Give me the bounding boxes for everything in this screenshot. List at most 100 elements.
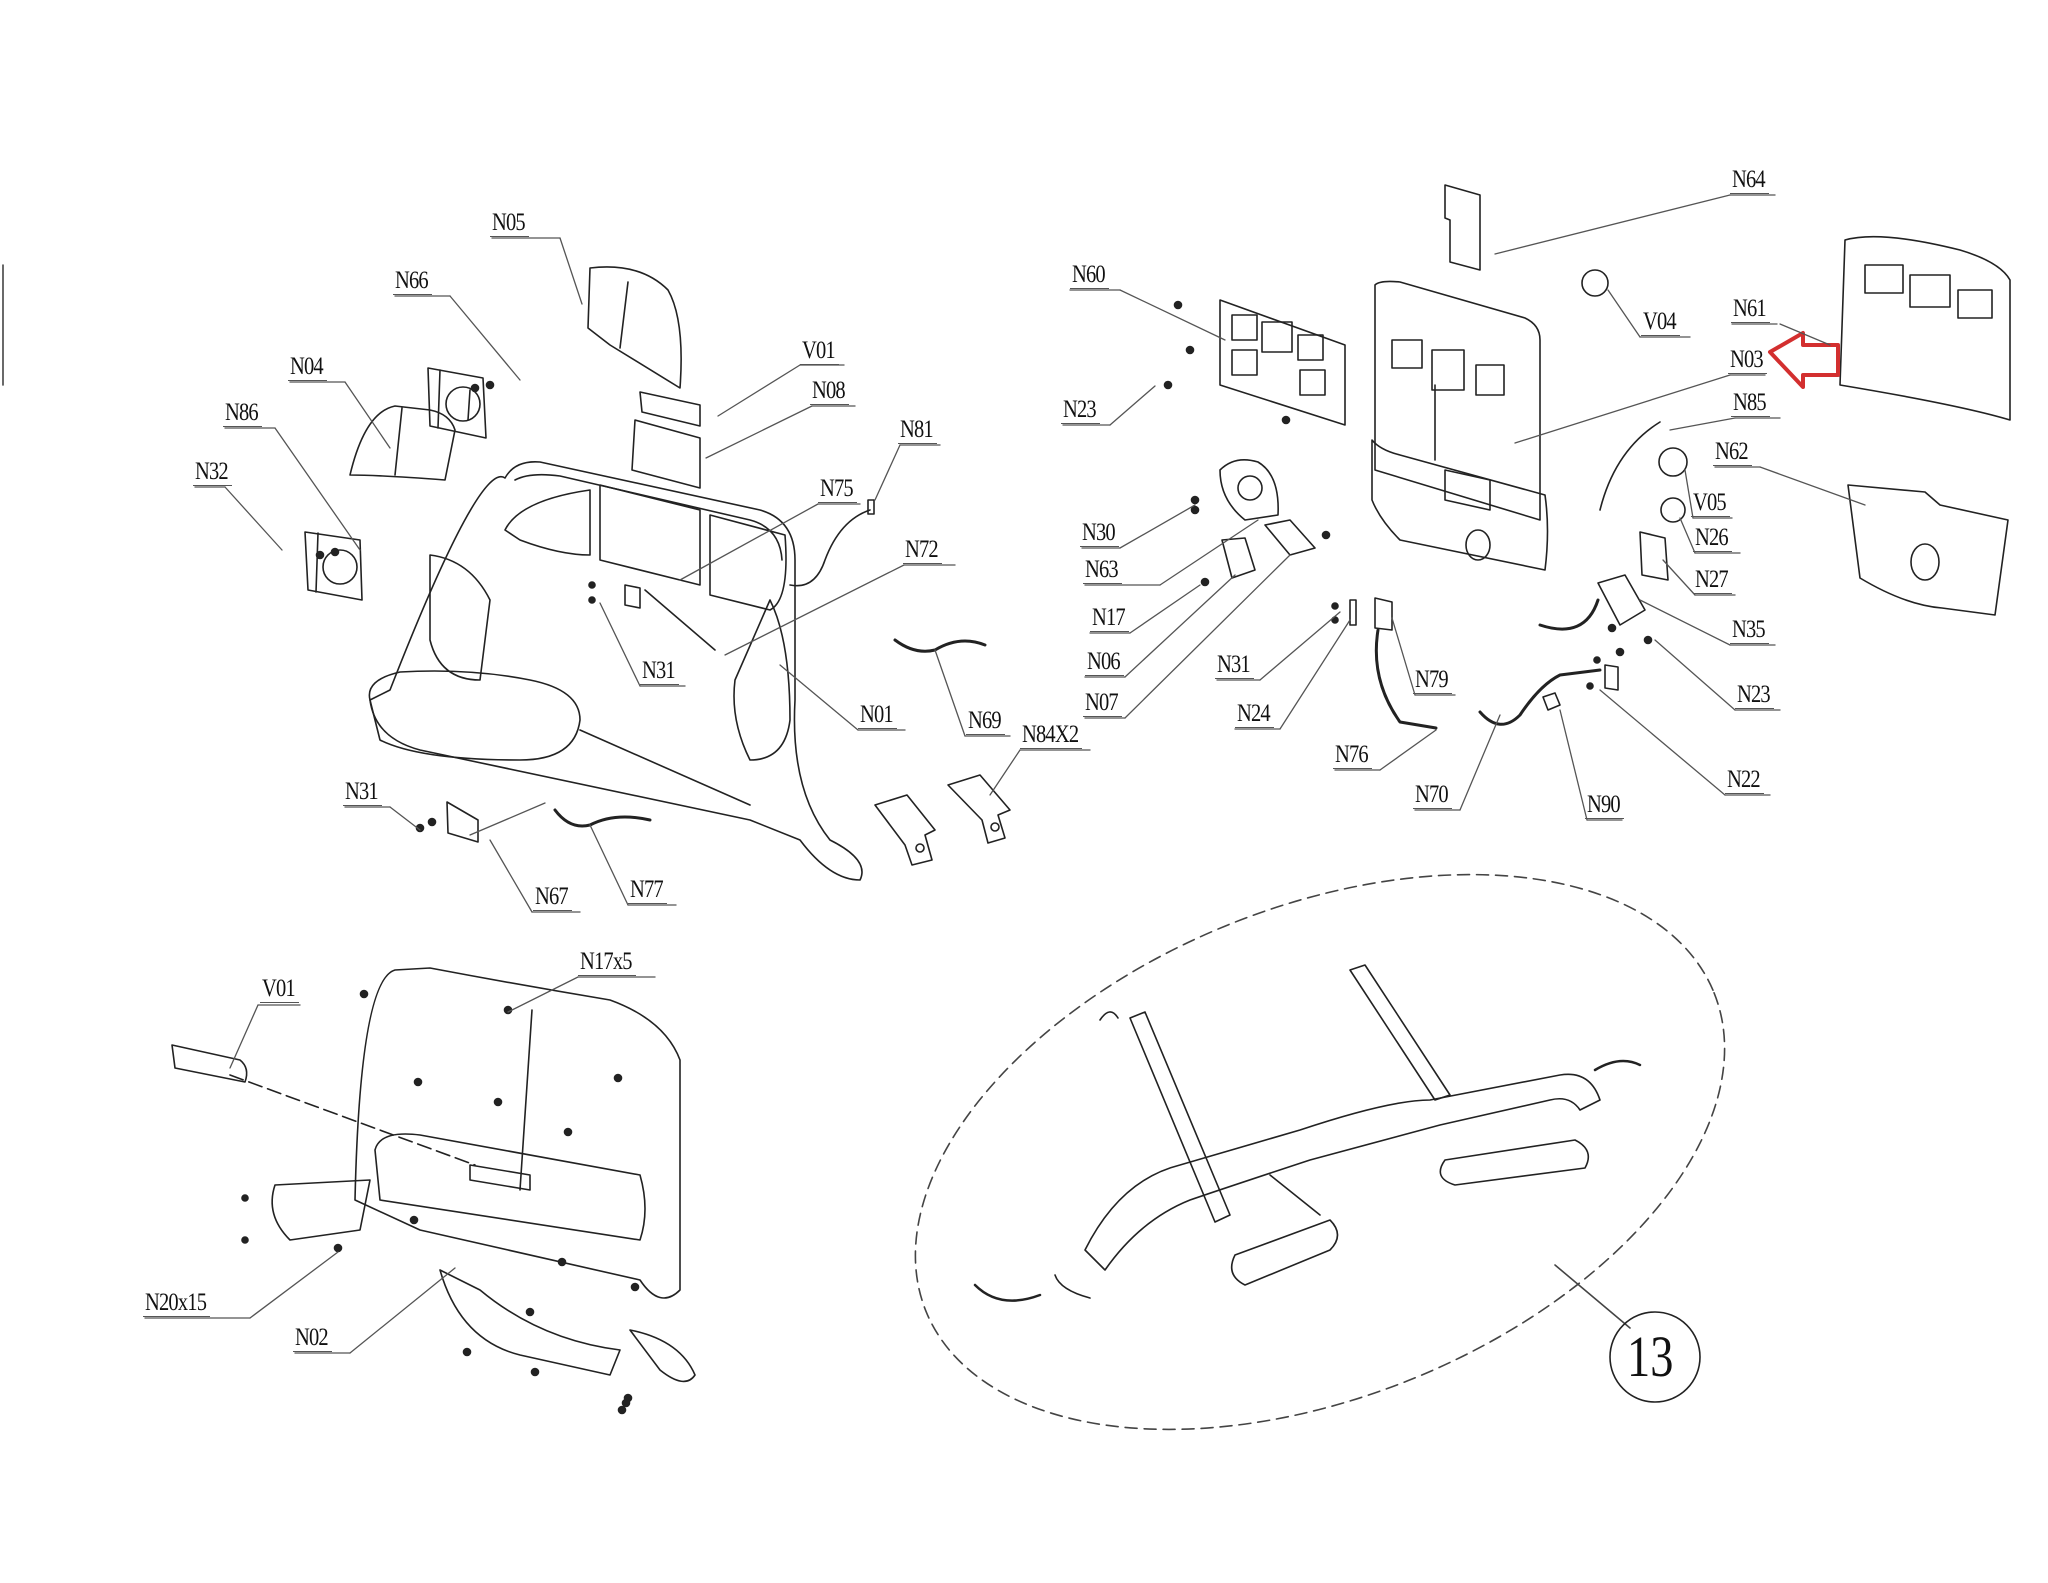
screws-top-left: [315, 380, 596, 833]
label-underline: [1333, 768, 1372, 769]
label-n69: N69: [968, 707, 1002, 734]
label-n61: N61: [1733, 295, 1767, 322]
part-n66-speaker: [427, 367, 487, 439]
label-n62: N62: [1715, 438, 1749, 465]
label-underline: [1693, 551, 1732, 552]
label-n35: N35: [1732, 616, 1766, 643]
label-underline: [143, 1316, 211, 1317]
label-v01-bottom: V01: [262, 975, 296, 1002]
label-n85: N85: [1733, 389, 1767, 416]
label-n17x5: N17x5: [580, 948, 633, 975]
part-n24-bracket: [1349, 599, 1357, 626]
label-n67: N67: [535, 883, 569, 910]
part-n85-cable: [1599, 421, 1661, 511]
label-underline: [1693, 593, 1732, 594]
label-n31-top: N31: [642, 657, 676, 684]
part-v05-ring: [1658, 447, 1688, 477]
highlight-arrow-icon: [1768, 331, 1840, 389]
label-underline: [966, 734, 1005, 735]
label-n90: N90: [1587, 791, 1621, 818]
label-underline: [818, 502, 857, 503]
part-n81-cable: [789, 509, 871, 587]
label-underline: [1725, 793, 1764, 794]
label-n26: N26: [1695, 524, 1729, 551]
part-n61-overlay: [1839, 235, 2011, 421]
part-n79-bracket: [1374, 597, 1393, 631]
label-underline: [1235, 727, 1274, 728]
label-underline: [640, 684, 679, 685]
label-underline: [533, 910, 572, 911]
label-underline: [1691, 516, 1730, 517]
part-n03-panel: [1371, 280, 1549, 571]
label-n66: N66: [395, 267, 429, 294]
part-n72-cable: [644, 589, 716, 651]
part-n90-pad: [1542, 692, 1561, 711]
leader-lines: [144, 194, 1866, 1354]
label-n86: N86: [225, 399, 259, 426]
label-underline: [1215, 678, 1254, 679]
label-n30: N30: [1082, 519, 1116, 546]
label-v01-top: V01: [802, 337, 836, 364]
part-n75-bracket: [624, 584, 641, 609]
label-underline: [578, 975, 636, 976]
part-n26-knob: [1660, 497, 1686, 523]
label-underline: [1585, 818, 1624, 819]
part-n69-cable: [893, 638, 987, 653]
part-n07-bracket: [1264, 519, 1316, 556]
label-n06: N06: [1087, 648, 1121, 675]
label-n63: N63: [1085, 556, 1119, 583]
part-n01-console: [368, 461, 863, 881]
label-underline: [1020, 748, 1083, 749]
part-n62-plate: [1847, 484, 2009, 616]
label-underline: [490, 236, 529, 237]
label-underline: [1070, 288, 1109, 289]
label-underline: [898, 443, 937, 444]
label-n60: N60: [1072, 261, 1106, 288]
label-underline: [858, 728, 897, 729]
part-n35-board: [1597, 574, 1646, 626]
label-n23-left: N23: [1063, 396, 1097, 423]
part-v01-strip: [639, 391, 701, 427]
label-underline: [1730, 193, 1769, 194]
part-n67-plate: [446, 801, 479, 843]
label-n84x2: N84X2: [1022, 721, 1079, 748]
screws-top-right: [1163, 300, 1653, 690]
part-n60-board: [1219, 299, 1346, 426]
part-n86-speaker: [304, 531, 363, 601]
label-n03: N03: [1730, 346, 1764, 373]
label-n76: N76: [1335, 741, 1369, 768]
label-n01: N01: [860, 701, 894, 728]
label-underline: [1730, 643, 1769, 644]
label-n32: N32: [195, 458, 229, 485]
part-n04-cover: [349, 405, 456, 481]
label-n20x15: N20x15: [145, 1289, 207, 1316]
label-underline: [223, 426, 262, 427]
label-n08: N08: [812, 377, 846, 404]
label-n31-mid: N31: [1217, 651, 1251, 678]
label-n64: N64: [1732, 166, 1766, 193]
label-n24: N24: [1237, 700, 1271, 727]
label-underline: [1413, 808, 1452, 809]
label-n02: N02: [295, 1324, 329, 1351]
label-underline: [1731, 322, 1770, 323]
part-n08-panel: [631, 419, 701, 489]
subassembly-leader: [1554, 1264, 1631, 1329]
label-underline: [1728, 373, 1767, 374]
label-underline: [288, 380, 327, 381]
part-n70-cable: [1478, 668, 1602, 726]
part-n27-switch: [1639, 531, 1669, 581]
label-v04: V04: [1643, 308, 1677, 335]
label-underline: [1083, 716, 1122, 717]
label-n77: N77: [630, 876, 664, 903]
part-n02-rear-cover: [271, 967, 696, 1383]
part-n05-cover: [587, 266, 682, 389]
label-underline: [1641, 335, 1680, 336]
part-n84-plate-b: [947, 774, 1011, 844]
label-underline: [1083, 583, 1122, 584]
label-n81: N81: [900, 416, 934, 443]
label-underline: [393, 294, 432, 295]
label-n31-low: N31: [345, 778, 379, 805]
label-underline: [293, 1351, 332, 1352]
label-underline: [628, 903, 667, 904]
